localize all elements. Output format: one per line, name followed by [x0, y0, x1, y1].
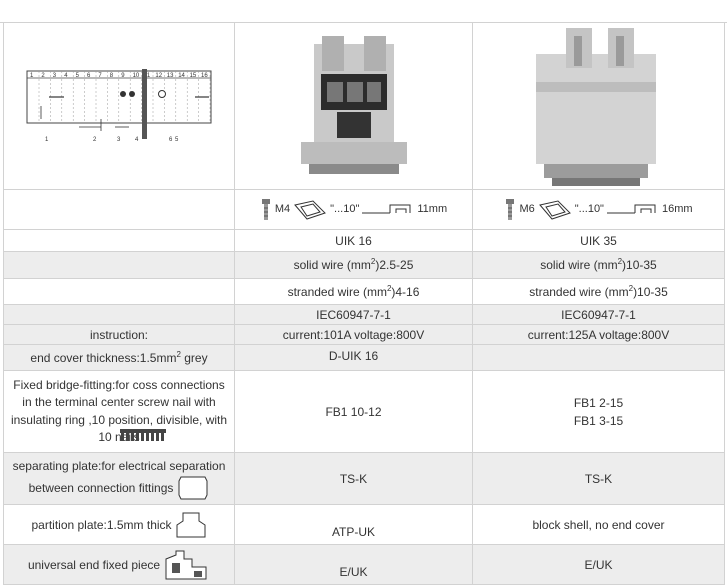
separating-plate-label: separating plate:for electrical separati…: [3, 453, 235, 505]
uik35-solid-wire: solid wire (mm2)10-35: [473, 252, 725, 279]
end-cover-label: end cover thickness:1.5mm2 grey: [3, 345, 235, 371]
spec-label-cell: [3, 190, 235, 230]
ruler-number: 1: [30, 73, 34, 79]
uik16-separating-plate: TS-K: [235, 453, 473, 505]
uik35-standard: IEC60947-7-1: [473, 305, 725, 325]
uik35-bridge-b: FB1 3-15: [573, 413, 624, 428]
partition-plate-label: partition plate:1.5mm thick: [3, 505, 235, 545]
bridge-comb-icon: [120, 429, 166, 441]
end-clamp-icon: [165, 550, 207, 579]
uik16-partition-plate: ATP-UK: [235, 505, 473, 545]
uik16-stranded-wire: stranded wire (mm2)4-16: [235, 279, 473, 305]
ruler-number: 6: [87, 73, 91, 79]
ruler-number: 15: [190, 73, 197, 79]
ruler-number: 2: [41, 73, 45, 79]
strip-length-icon: [606, 204, 656, 213]
callout-6: 6: [169, 137, 173, 143]
screw-icon: [506, 198, 515, 220]
uik16-screw-size: M4: [274, 203, 291, 216]
uik35-partition-plate: block shell, no end cover: [473, 505, 725, 545]
screwdriver-icon: [294, 199, 327, 220]
callout-3: 3: [117, 137, 121, 143]
fixed-bridge-label: Fixed bridge-fitting:for coss connection…: [3, 371, 235, 453]
uik16-product-image: [300, 35, 407, 174]
ruler-number: 7: [98, 73, 102, 79]
screw-icon: [261, 198, 270, 220]
uik16-spec-cell: M4 "...10" 11mm: [235, 190, 473, 230]
uik16-image-cell: [235, 23, 473, 190]
ruler-number: 8: [110, 73, 114, 79]
uik35-spec-cell: M6 "...10" 16mm: [473, 190, 725, 230]
callout-2: 2: [93, 137, 97, 143]
uik35-bridge-a: FB1 2-15: [573, 395, 624, 410]
screwdriver-icon: [538, 199, 571, 220]
ruler-number: 9: [121, 73, 125, 79]
ruler-number: 12: [155, 73, 162, 79]
uik16-standard: IEC60947-7-1: [235, 305, 473, 325]
ruler-number: 13: [167, 73, 174, 79]
callout-1: 1: [45, 137, 49, 143]
separating-plate-icon: [178, 476, 208, 499]
separating-plate-text-b: between connection fittings: [28, 480, 174, 495]
callout-5: 5: [175, 137, 179, 143]
uik35-bridge: FB1 2-15 FB1 3-15: [473, 371, 725, 453]
callout-4: 4: [135, 137, 139, 143]
partition-plate-icon: [176, 512, 206, 537]
strip-length-icon: [362, 204, 411, 213]
ruler-number: 10: [133, 73, 140, 79]
uik35-image-cell: [473, 23, 725, 190]
fixed-bridge-text: Fixed bridge-fitting:for coss connection…: [10, 377, 228, 444]
row-label: [3, 252, 235, 279]
uik35-screw-size: M6: [519, 203, 535, 216]
uik35-end-cover: [473, 345, 725, 371]
uik16-solid-wire: solid wire (mm2)2.5-25: [235, 252, 473, 279]
ruler-number: 14: [178, 73, 185, 79]
ruler-number: 11: [144, 73, 151, 79]
end-fixed-piece-text: universal end fixed piece: [27, 557, 161, 572]
partition-plate-text: partition plate:1.5mm thick: [31, 517, 172, 532]
row-label: [3, 279, 235, 305]
ruler-number: 16: [201, 73, 208, 79]
uik35-separating-plate: TS-K: [473, 453, 725, 505]
ruler-number: 5: [76, 73, 80, 79]
uik35-product-image: [535, 27, 656, 186]
uik35-end-fixed-piece: E/UK: [473, 545, 725, 585]
uik16-end-fixed-piece: E/UK: [235, 545, 473, 585]
uik35-model: UIK 35: [473, 230, 725, 252]
uik16-strip-length: 11mm: [417, 203, 448, 216]
uik35-quote: "...10": [574, 203, 604, 216]
row-label: [3, 230, 235, 252]
uik16-model: UIK 16: [235, 230, 473, 252]
row-label: [3, 305, 235, 325]
separating-plate-text-a: separating plate:for electrical separati…: [12, 458, 226, 473]
uik35-stranded-wire: stranded wire (mm2)10-35: [473, 279, 725, 305]
uik16-bridge: FB1 10-12: [235, 371, 473, 453]
uik16-end-cover: D-UIK 16: [235, 345, 473, 371]
uik35-strip-length: 16mm: [661, 203, 693, 216]
end-fixed-piece-label: universal end fixed piece: [3, 545, 235, 585]
top-margin: [0, 0, 727, 23]
ruler-number: 3: [53, 73, 57, 79]
ruler-number: 4: [64, 73, 68, 79]
uik16-rating: current:101A voltage:800V: [235, 325, 473, 345]
uik16-quote: "...10": [330, 203, 360, 216]
uik35-rating: current:125A voltage:800V: [473, 325, 725, 345]
instruction-label: instruction:: [3, 325, 235, 345]
